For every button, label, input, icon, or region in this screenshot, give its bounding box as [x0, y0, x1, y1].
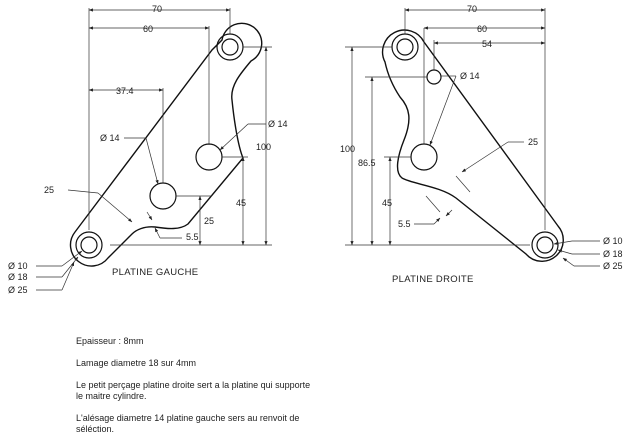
right-part-outline	[381, 29, 564, 262]
right-part-drawing: 70 60 54 100 86.5 45 5.5 25 Ø 14 Ø 10 Ø …	[340, 4, 623, 285]
note-small-hole: Le petit perçage platine droite sert a l…	[76, 380, 311, 401]
note-counterbore: Lamage diametre 18 sur 4mm	[76, 358, 197, 368]
right-dim-100: 100	[340, 144, 355, 154]
right-dim-25-radius: 25	[528, 137, 538, 147]
left-part-drawing: 70 60 37.4 100 45 25 5.5 25 Ø 14 Ø 14 Ø …	[8, 4, 288, 295]
right-dim-5-5: 5.5	[398, 219, 411, 229]
left-bore-14-upper	[195, 143, 223, 171]
right-dim-60: 60	[477, 24, 487, 34]
left-dim-dia14-upper: Ø 14	[268, 119, 288, 129]
right-top-hole-inner	[396, 38, 414, 56]
left-dim-37-4: 37.4	[116, 86, 134, 96]
left-bottom-hole-outer	[75, 231, 103, 259]
right-bore-14	[410, 143, 438, 171]
left-dim-dia25: Ø 25	[8, 285, 28, 295]
left-dim-70: 70	[152, 4, 162, 14]
right-part-title: PLATINE DROITE	[392, 274, 474, 285]
right-dim-dia18: Ø 18	[603, 249, 623, 259]
right-dim-45: 45	[382, 198, 392, 208]
left-dim-60: 60	[143, 24, 153, 34]
right-top-hole-outer	[391, 33, 419, 61]
right-dim-86-5: 86.5	[358, 158, 376, 168]
right-bottom-hole-outer	[531, 231, 559, 259]
right-dim-dia10: Ø 10	[603, 236, 623, 246]
right-dim-dia14: Ø 14	[460, 71, 480, 81]
left-bore-14-lower	[149, 182, 177, 210]
right-bottom-hole-inner	[536, 236, 554, 254]
left-dim-45: 45	[236, 198, 246, 208]
left-top-hole-outer	[216, 33, 244, 61]
note-bore: L'alésage diametre 14 platine gauche ser…	[76, 413, 300, 434]
left-part-title: PLATINE GAUCHE	[112, 267, 198, 278]
left-dim-25-vertical: 25	[204, 216, 214, 226]
left-dim-dia14-lower: Ø 14	[100, 133, 120, 143]
left-dim-dia18: Ø 18	[8, 272, 28, 282]
right-dim-54: 54	[482, 39, 492, 49]
left-dim-dia10: Ø 10	[8, 261, 28, 271]
left-bottom-hole-inner	[80, 236, 98, 254]
right-dim-dia25: Ø 25	[603, 261, 623, 271]
left-dim-5-5: 5.5	[186, 232, 199, 242]
right-dim-70: 70	[467, 4, 477, 14]
note-thickness: Epaisseur : 8mm	[76, 336, 144, 346]
notes-block: Epaisseur : 8mm Lamage diametre 18 sur 4…	[76, 336, 316, 446]
right-small-hole	[426, 69, 442, 85]
left-top-hole-inner	[221, 38, 239, 56]
left-dim-25-radius: 25	[44, 185, 54, 195]
left-dim-100: 100	[256, 142, 271, 152]
